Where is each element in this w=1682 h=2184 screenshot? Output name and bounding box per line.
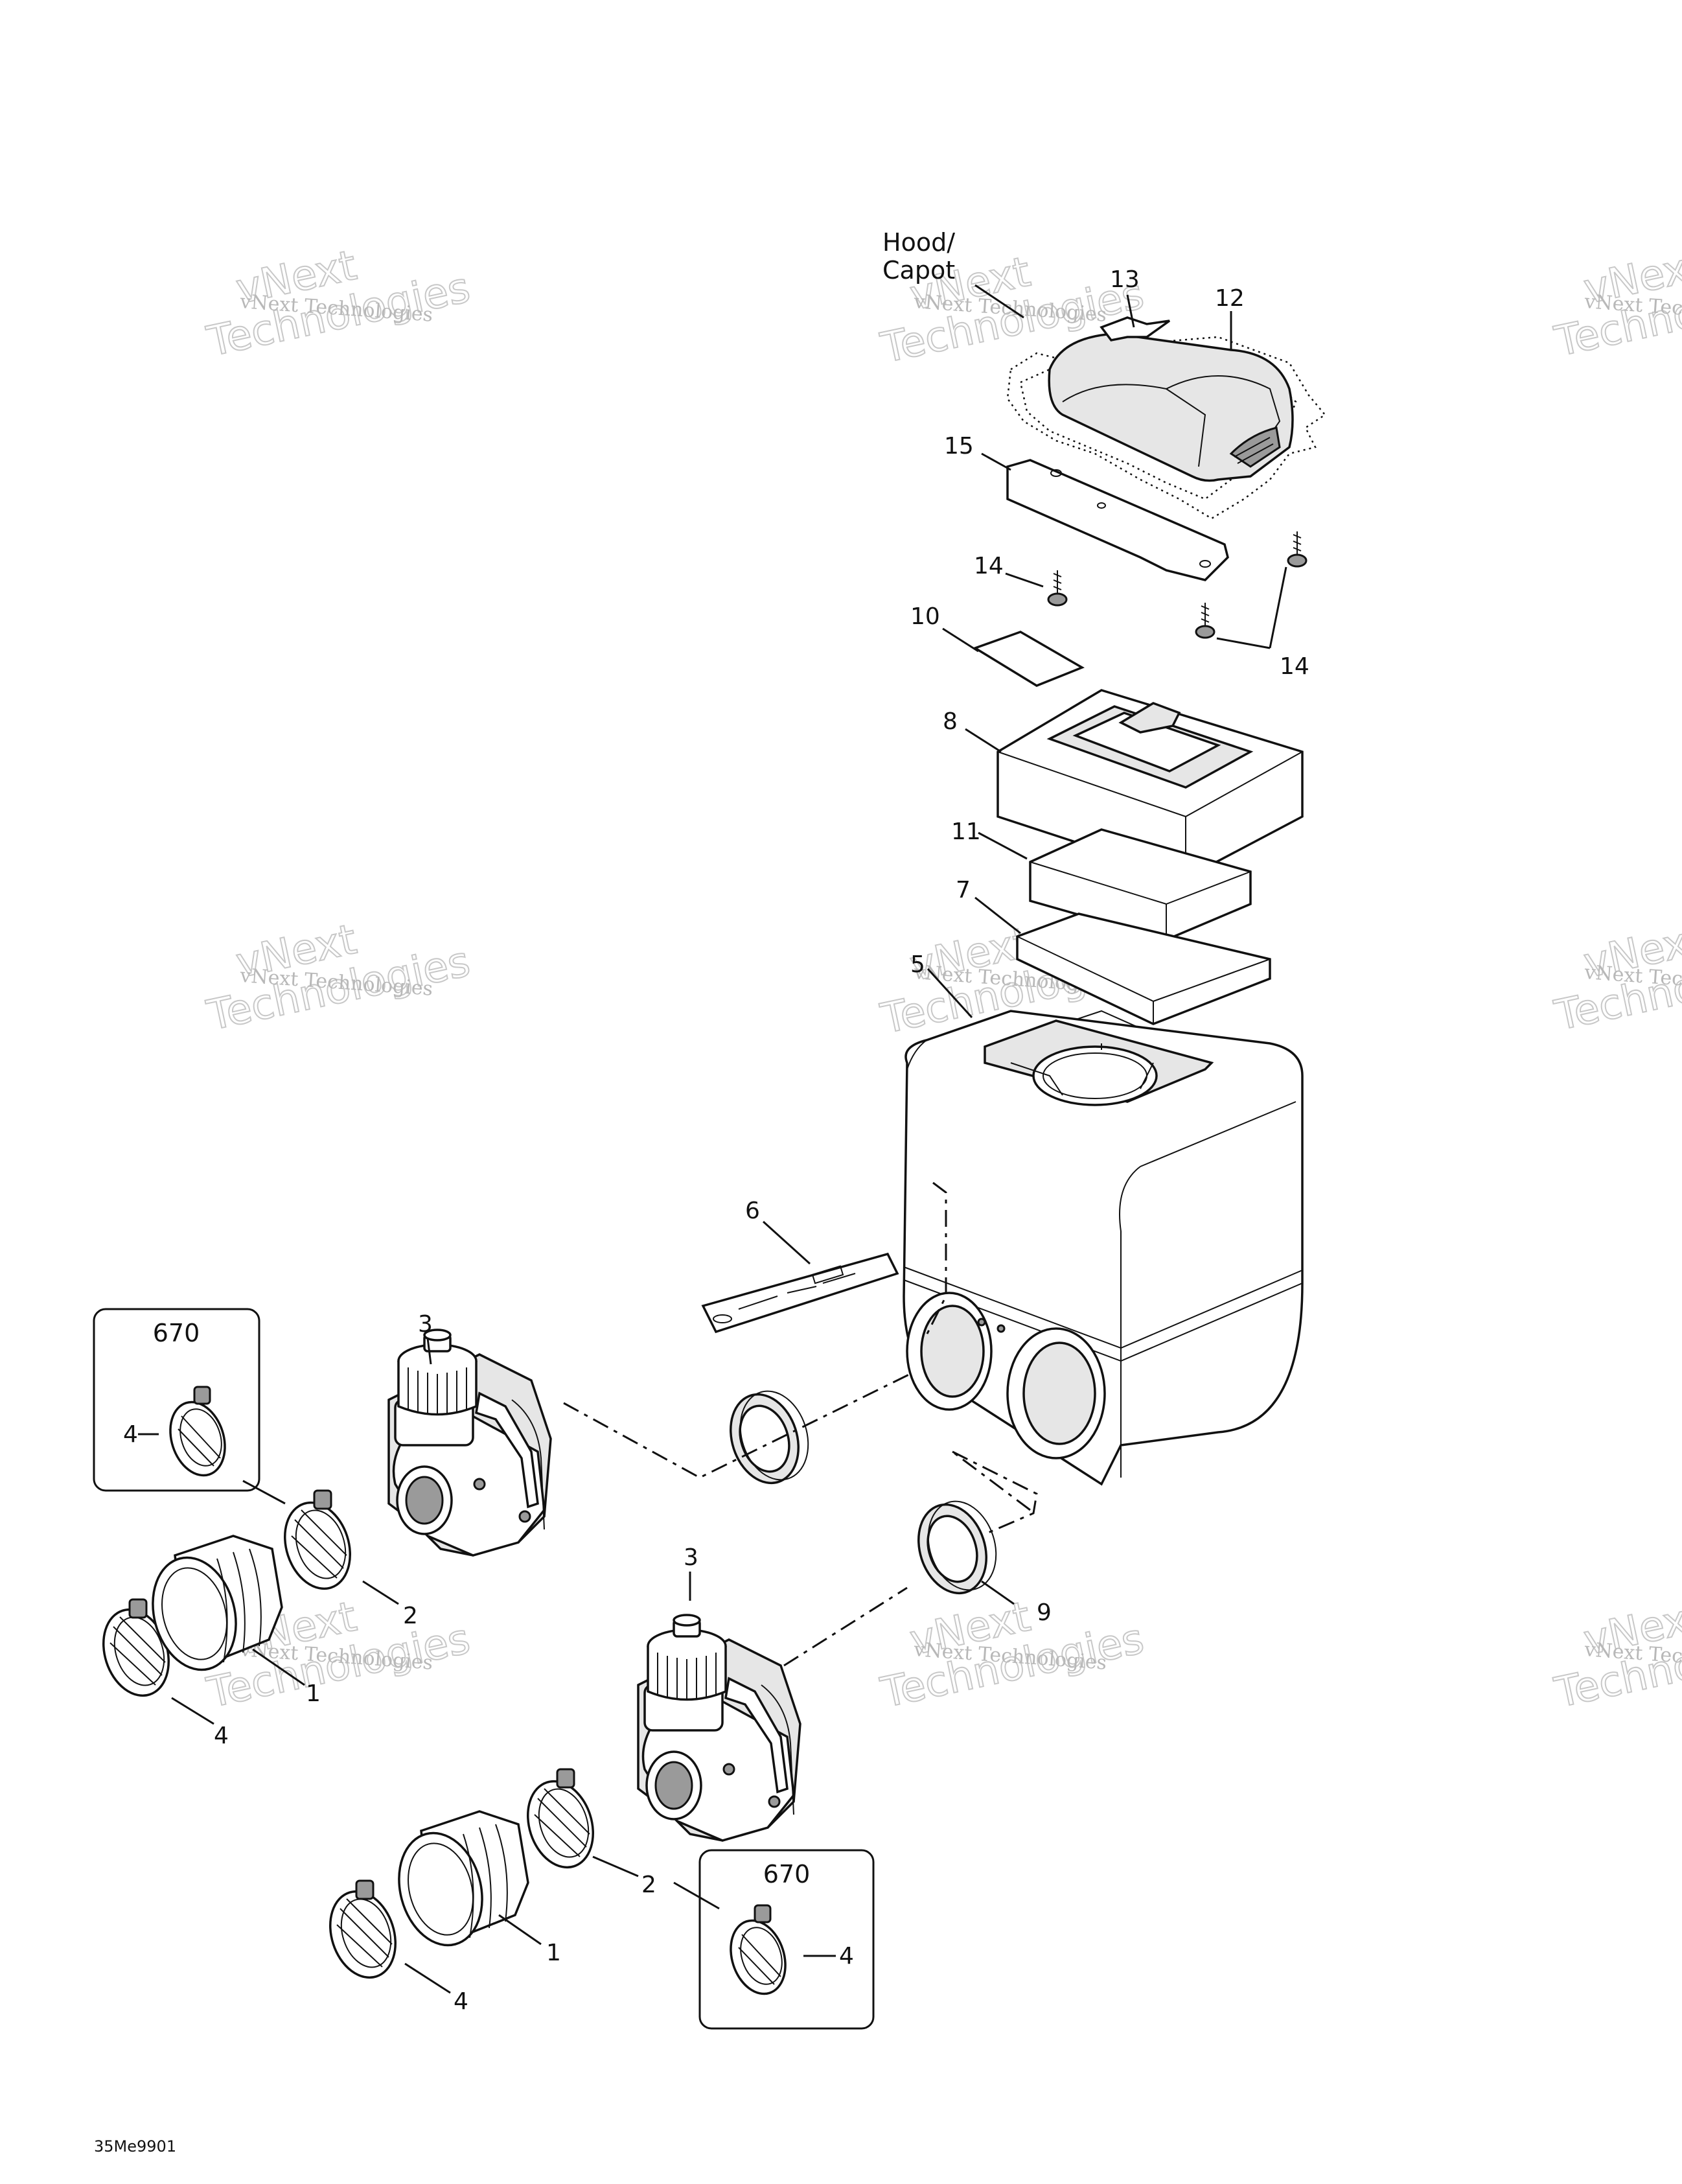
part-label-4: 4: [214, 1723, 229, 1749]
part-label-5: 5: [910, 951, 925, 978]
part-labels: Hood/ Capot 13 12 15 14 14 10 8 11 7 5 6…: [214, 228, 1309, 2015]
rubber-flange: [398, 1810, 529, 1947]
clamp: [526, 1768, 595, 1869]
strap: [701, 1252, 899, 1334]
part-label-2: 2: [641, 1872, 656, 1898]
watermark: vNext Technologies: [876, 1592, 1149, 1718]
carburetor: [637, 1614, 801, 1842]
part-label-4: 4: [454, 1988, 468, 2015]
clamp: [283, 1489, 352, 1590]
part-label-2: 2: [403, 1603, 418, 1629]
decal: [1100, 316, 1171, 342]
clamp: [328, 1879, 397, 1979]
silencer-box: [903, 1010, 1304, 1486]
silencer-top-frame: [997, 689, 1304, 879]
part-label-1: 1: [306, 1680, 321, 1707]
screw: [1287, 531, 1308, 568]
capot-label: Capot: [882, 256, 955, 285]
foam-pad: [972, 631, 1085, 687]
leader-lines: [171, 284, 1287, 1994]
part-label-13: 13: [1110, 266, 1140, 293]
support-plate: [1006, 459, 1229, 581]
part-label-6: 6: [745, 1198, 760, 1224]
screw: [1195, 603, 1215, 639]
inset-box: 670 4: [93, 1308, 260, 1492]
part-label-8: 8: [943, 708, 958, 735]
carburetor: [387, 1329, 552, 1557]
part-label-1: 1: [546, 1940, 561, 1966]
watermark: vNext Technologies: [202, 915, 475, 1041]
drawing-code: 35Me9901: [94, 2137, 176, 2155]
part-label-14: 14: [1280, 653, 1309, 680]
part-label-10: 10: [910, 603, 940, 630]
inset-box-title: 670: [153, 1319, 200, 1347]
part-label-15: 15: [944, 433, 974, 459]
inset-box-item: 4: [839, 1943, 854, 1969]
rubber-flange: [152, 1535, 283, 1671]
part-label-3: 3: [684, 1544, 698, 1571]
hood-intake-cover: [1048, 332, 1294, 482]
watermark: vNext Technologies: [202, 241, 475, 367]
assembly-lines: [563, 1181, 1038, 1667]
part-label-3: 3: [418, 1311, 433, 1338]
part-label-9: 9: [1037, 1599, 1052, 1626]
inset-box: 670 4: [698, 1849, 875, 2030]
part-label-7: 7: [956, 877, 971, 903]
foam-filter: [1029, 828, 1252, 941]
part-label-11: 11: [951, 819, 981, 845]
inset-box-item: 4: [123, 1421, 138, 1448]
hood-label: Hood/: [882, 228, 955, 257]
adaptor: [917, 1500, 997, 1595]
adaptor: [730, 1390, 809, 1485]
screw: [1047, 570, 1068, 607]
inset-box-title: 670: [763, 1860, 811, 1888]
part-label-12: 12: [1215, 285, 1245, 312]
filter-plate: [1016, 912, 1271, 1025]
part-label-14: 14: [974, 553, 1004, 579]
clamp: [102, 1598, 170, 1697]
